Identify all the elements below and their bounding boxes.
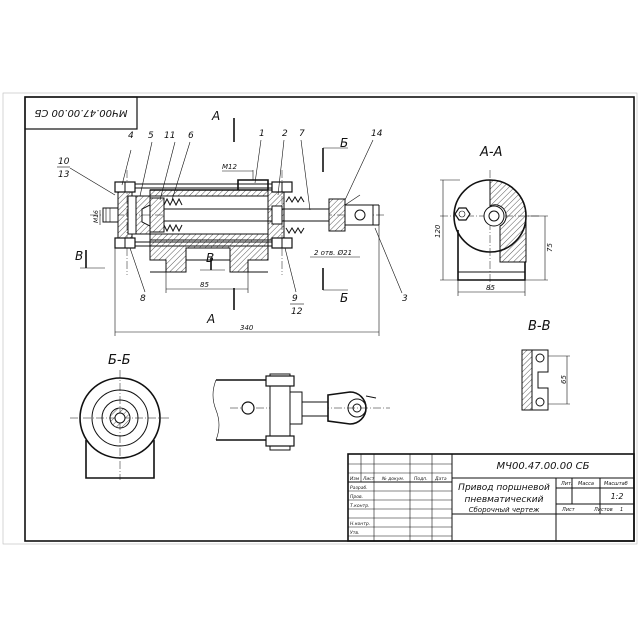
role-tcontrol: Т.контр.: [350, 503, 370, 509]
dim-340: 340: [240, 324, 254, 332]
cut-label-b-bottom: Б: [340, 291, 348, 305]
rev-header-doc: № докум.: [381, 476, 404, 482]
role-checker: Пров.: [350, 494, 363, 500]
cut-label-v-left: В: [75, 249, 83, 263]
sheet-label: Лист: [561, 507, 576, 513]
dim-thread-m12: М12: [222, 163, 237, 171]
title-block-code: МЧ00.47.00.00 СБ: [497, 461, 590, 472]
role-developer: Разраб.: [350, 485, 368, 491]
dim-85-main: 85: [200, 281, 209, 289]
cylinder-wall-bottom: [149, 233, 269, 241]
dim-thread-m16: М16: [93, 210, 100, 223]
cylinder-wall-top: [149, 189, 269, 197]
part-number-14: 14: [371, 129, 383, 139]
part-number-13: 13: [58, 170, 70, 180]
title-line-2: пневматический: [465, 495, 544, 505]
section-bb-view: [70, 370, 170, 480]
doc-type: Сборочный чертеж: [469, 506, 540, 514]
section-title-aa: А-А: [479, 145, 502, 160]
part-number-10: 10: [58, 157, 70, 167]
drawing-frame: [24, 96, 635, 542]
col-label-scale: Масштаб: [604, 481, 628, 487]
dim-75: 75: [546, 243, 554, 252]
rotated-drawing-code: МЧ00.47.00.00 СБ: [34, 107, 127, 118]
part-number-7: 7: [299, 129, 305, 139]
part-number-12: 12: [291, 307, 303, 317]
part-number-3: 3: [402, 294, 408, 304]
cut-label-v-right: В: [206, 251, 214, 265]
col-label-lit: Лит.: [560, 481, 573, 487]
section-vv-view: [521, 349, 570, 411]
dim-120: 120: [434, 224, 442, 238]
part-number-5: 5: [148, 131, 154, 141]
partial-rod-end-view: [212, 373, 390, 451]
rev-header-list: Лист: [362, 476, 375, 482]
section-title-bb: Б-Б: [108, 353, 131, 368]
section-title-vv: В-В: [528, 319, 551, 334]
rotated-code-box: [24, 96, 138, 130]
scale-value: 1:2: [611, 492, 624, 501]
section-aa-view: [440, 170, 548, 296]
cut-label-b-top: Б: [340, 136, 348, 150]
title-block: [347, 453, 635, 542]
part-number-1: 1: [259, 129, 265, 139]
rev-header-sign: Подп.: [414, 476, 428, 482]
cut-label-a-bottom: А: [206, 312, 215, 326]
part-number-2: 2: [282, 129, 288, 139]
piston-rod: [163, 208, 330, 222]
piston: [149, 197, 165, 233]
dim-85-aa: 85: [486, 284, 495, 292]
part-number-6: 6: [188, 131, 194, 141]
dim-65: 65: [560, 375, 568, 384]
rev-header-date: Дата: [434, 476, 447, 482]
sheets-label: Листов: [593, 507, 613, 513]
part-number-11: 11: [164, 131, 175, 141]
cut-label-a-top: А: [211, 109, 220, 123]
outer-trim-frame: [2, 92, 638, 545]
col-label-mass: Масса: [578, 481, 594, 487]
rev-header-izm: Изм: [350, 476, 360, 482]
dim-holes: 2 отв. Ø21: [314, 249, 352, 257]
title-line-1: Привод поршневой: [458, 483, 550, 493]
sheets-count: 1: [620, 507, 623, 513]
role-ncontrol: Н.контр.: [350, 521, 370, 527]
main-view: [69, 118, 403, 336]
role-approved: Утв.: [350, 530, 359, 536]
part-number-9: 9: [292, 294, 298, 304]
part-number-4: 4: [128, 131, 134, 141]
part-number-8: 8: [140, 294, 146, 304]
